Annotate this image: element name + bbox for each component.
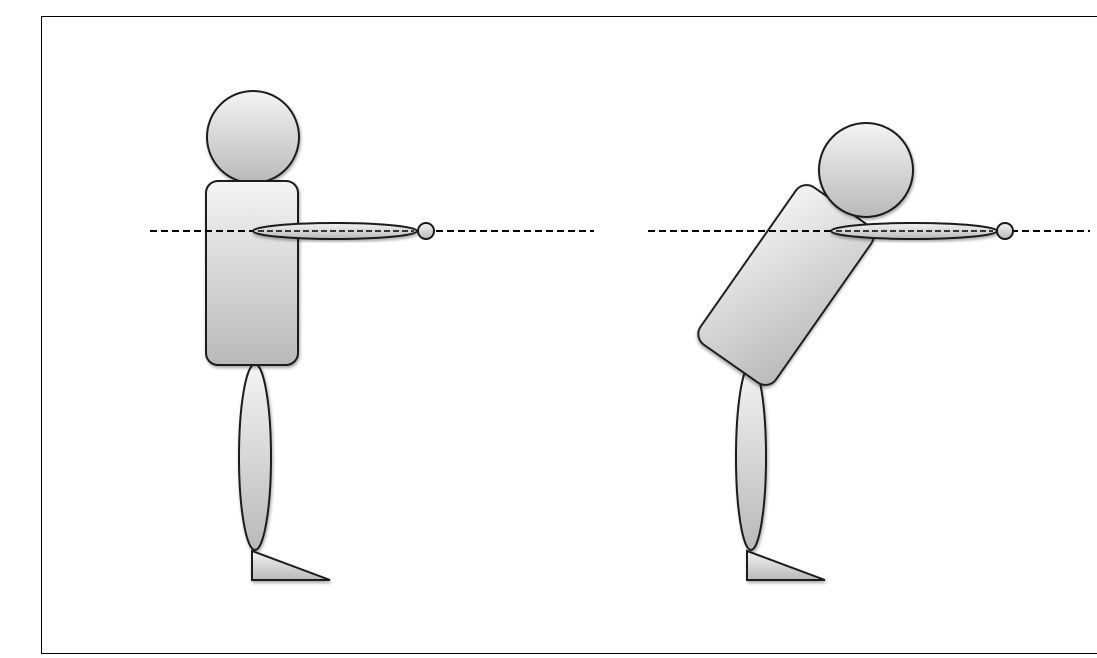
upright-foot xyxy=(252,551,330,580)
upright-torso xyxy=(206,181,298,365)
leaning-head xyxy=(819,123,913,217)
upright-head xyxy=(207,91,299,183)
upright-leg xyxy=(239,364,271,550)
leaning-figure xyxy=(648,123,1090,580)
upright-figure xyxy=(150,91,594,580)
leaning-foot xyxy=(747,551,825,580)
leaning-leg xyxy=(736,364,766,550)
leaning-hand xyxy=(997,223,1013,239)
upright-hand xyxy=(418,223,434,239)
